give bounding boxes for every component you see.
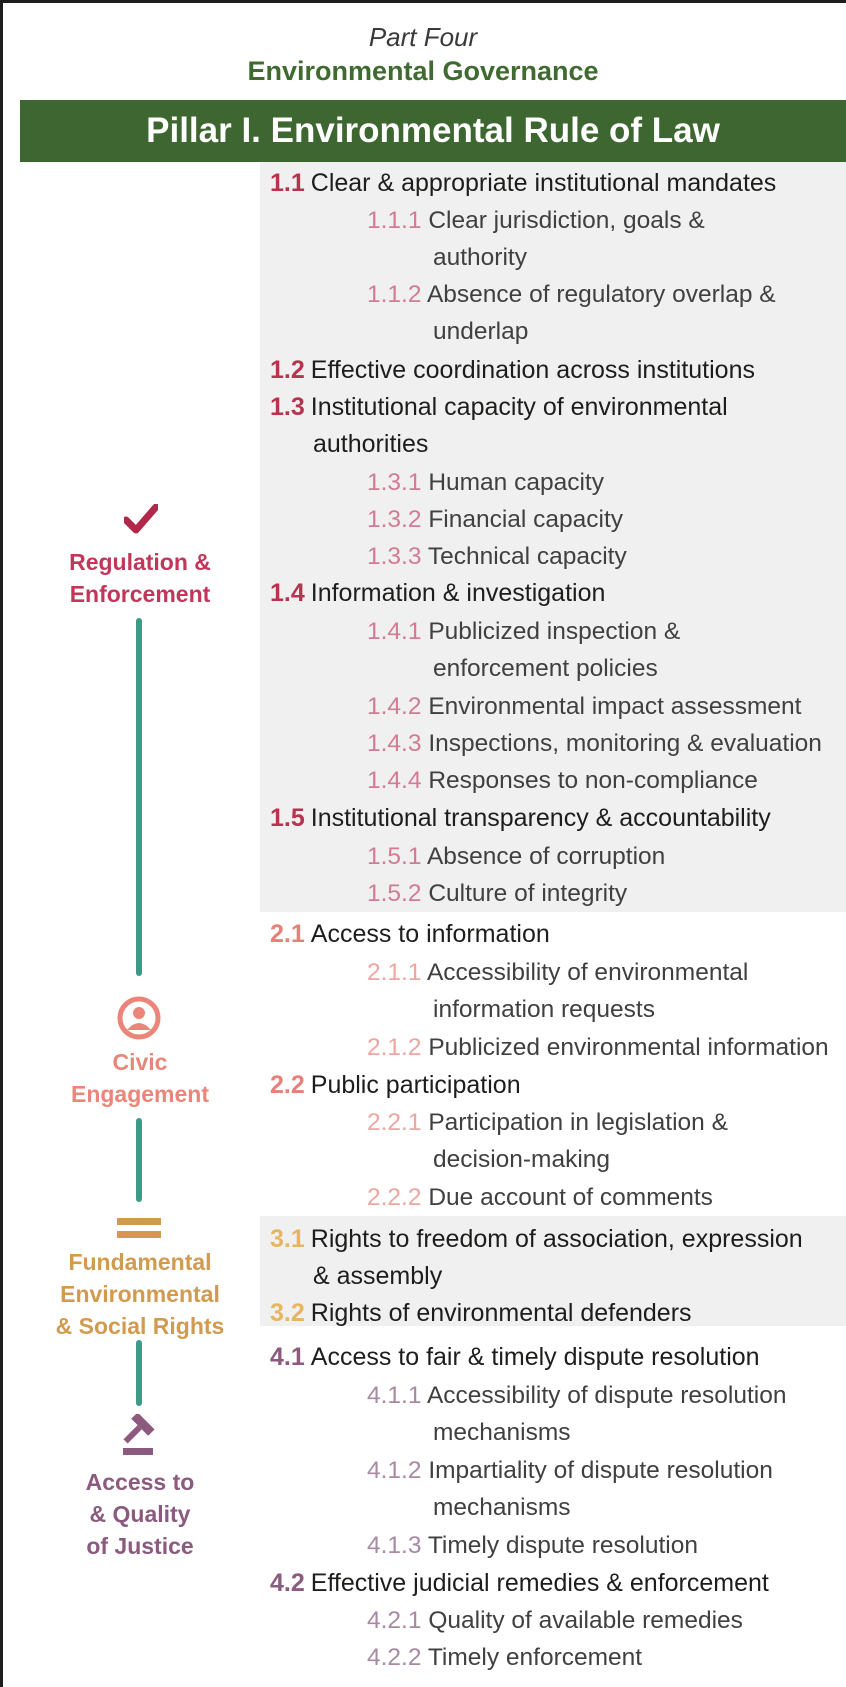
subsection-item: 2.2.1 Participation in legislation & <box>367 1109 728 1136</box>
subsection-item: 2.1.2 Publicized environmental informati… <box>367 1034 829 1061</box>
subsection-item: 4.2.1 Quality of available remedies <box>367 1607 743 1634</box>
subsection-item: 1.4.4 Responses to non-compliance <box>367 767 758 794</box>
connector-line <box>136 618 142 976</box>
band-regulation <box>260 162 846 912</box>
subsection-item: 2.2.2 Due account of comments <box>367 1184 713 1211</box>
subsection-item-cont: underlap <box>433 318 529 345</box>
subsection-item: 2.1.1 Accessibility of environmental <box>367 959 749 986</box>
section-heading-cont: & assembly <box>313 1262 443 1290</box>
connector-line <box>136 1340 142 1406</box>
pillar-banner: Pillar I. Environmental Rule of Law <box>20 100 846 162</box>
subsection-item: 1.3.3 Technical capacity <box>367 543 627 570</box>
subsection-item: 1.1.1 Clear jurisdiction, goals & <box>367 207 705 234</box>
subsection-item: 1.5.1 Absence of corruption <box>367 843 666 870</box>
subsection-item: 4.1.3 Timely dispute resolution <box>367 1532 698 1559</box>
subsection-item: 1.4.3 Inspections, monitoring & evaluati… <box>367 730 822 757</box>
subsection-item: 1.3.2 Financial capacity <box>367 506 624 533</box>
part-label: Part Four <box>368 22 478 52</box>
subsection-item: 1.3.1 Human capacity <box>367 469 604 496</box>
person-icon <box>117 996 161 1040</box>
subsection-item: 1.4.2 Environmental impact assessment <box>367 693 802 720</box>
subsection-item-cont: enforcement policies <box>433 655 658 682</box>
band-rights <box>260 1216 846 1326</box>
section-heading-cont: authorities <box>313 430 429 458</box>
equals-icon <box>117 1218 161 1238</box>
subsection-item-cont: authority <box>433 244 527 271</box>
gavel-icon <box>123 1414 155 1455</box>
subsection-item: 4.1.1 Accessibility of dispute resolutio… <box>367 1382 787 1409</box>
subsection-item: 1.1.2 Absence of regulatory overlap & <box>367 281 776 308</box>
checkmark-icon <box>124 504 158 534</box>
subsection-item-cont: decision-making <box>433 1146 611 1173</box>
part-title: Environmental Governance <box>247 56 599 86</box>
subsection-item: 1.4.1 Publicized inspection & <box>367 618 681 645</box>
category-regulation-label: Regulation &Enforcement <box>69 549 211 607</box>
subsection-item: 1.5.2 Culture of integrity <box>367 880 628 907</box>
subsection-item-cont: mechanisms <box>433 1419 571 1446</box>
connector-line <box>136 1118 142 1202</box>
subsection-item: 4.1.2 Impartiality of dispute resolution <box>367 1457 773 1484</box>
subsection-item-cont: information requests <box>433 996 655 1023</box>
subsection-item: 4.2.2 Timely enforcement <box>367 1644 643 1671</box>
subsection-item-cont: mechanisms <box>433 1494 571 1521</box>
